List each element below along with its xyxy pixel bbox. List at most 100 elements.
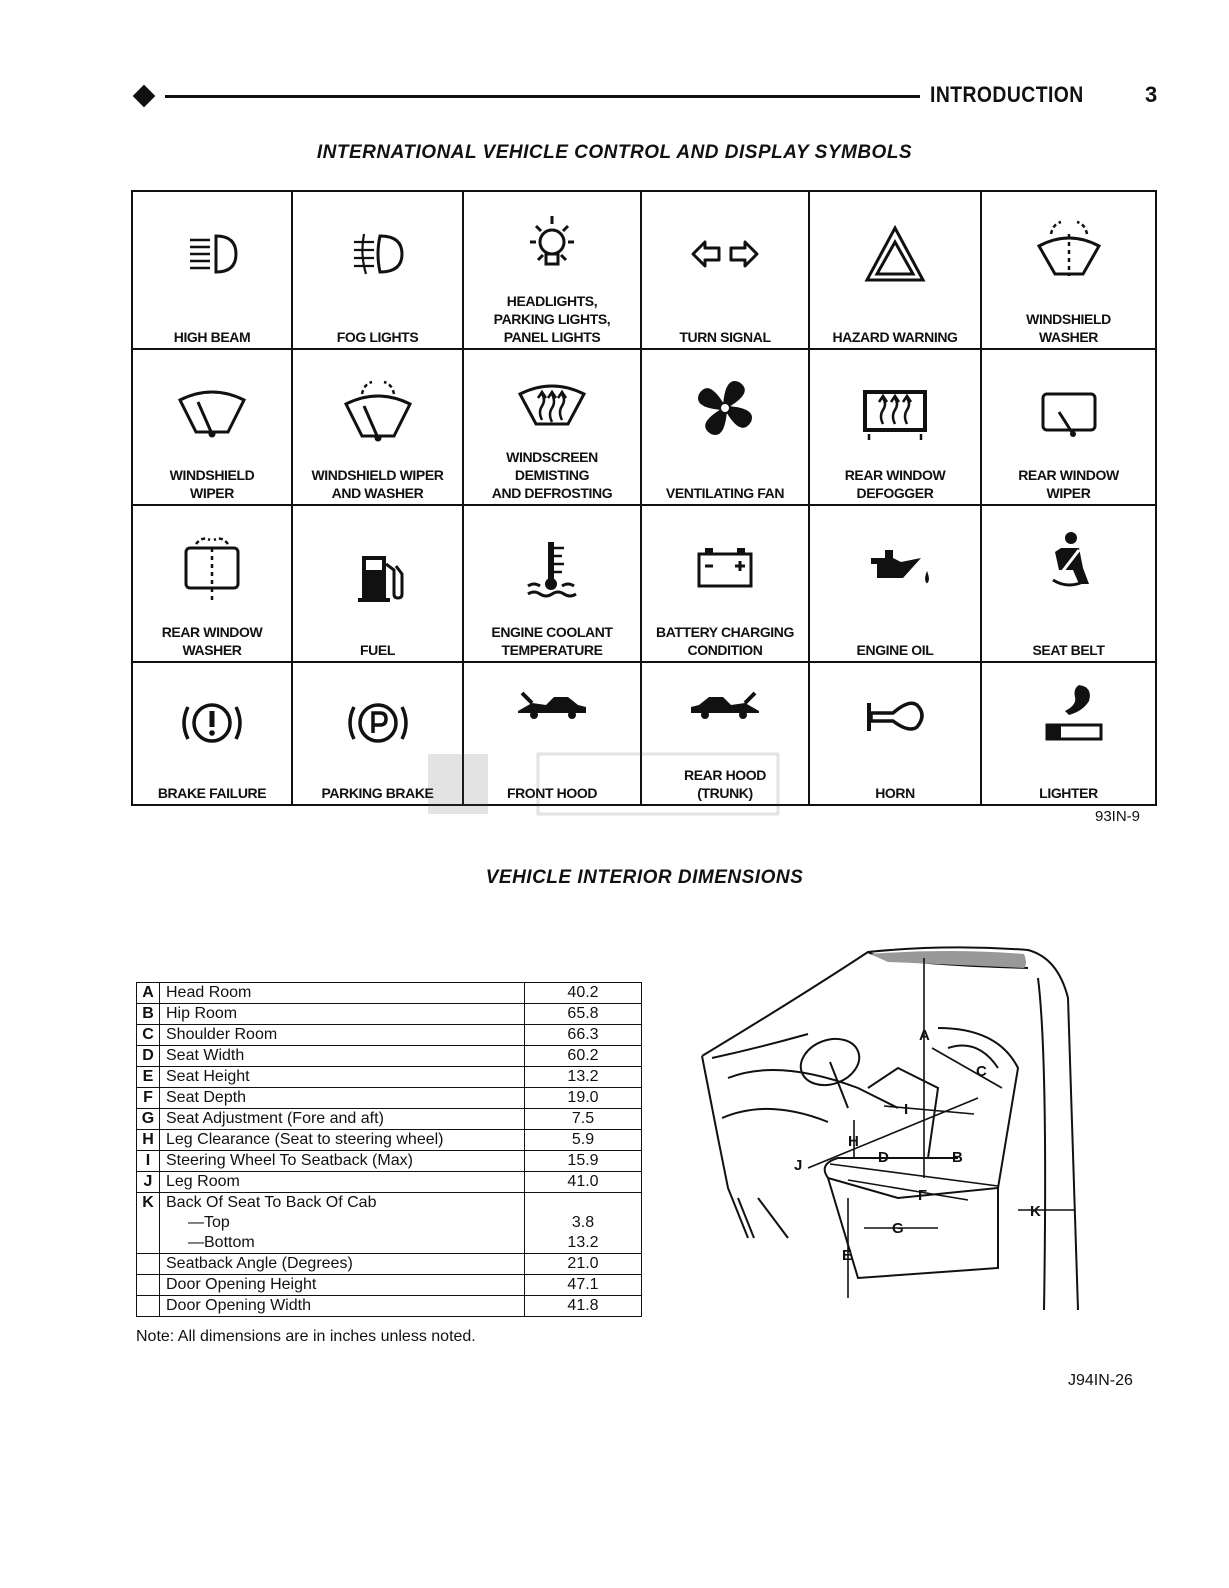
- symbol-cell: BRAKE FAILURE: [133, 663, 293, 804]
- headlights-icon: [530, 216, 574, 266]
- table-row: E Seat Height 13.2: [136, 1066, 642, 1088]
- rear-wiper-icon: [1041, 392, 1096, 437]
- symbol-cell: WINDSHIELD WIPER AND WASHER: [293, 350, 464, 506]
- symbol-label: WINDSHIELD WIPER: [169, 467, 255, 501]
- symbol-label: TURN SIGNAL: [679, 329, 771, 345]
- diagram-label-e: E: [842, 1247, 852, 1264]
- symbols-figure-id: 93IN-9: [1095, 808, 1141, 825]
- symbol-cell: HEADLIGHTS, PARKING LIGHTS, PANEL LIGHTS: [464, 192, 642, 350]
- row-value: 3.8 13.2: [524, 1192, 642, 1254]
- dimensions-table: A Head Room 40.2 B Hip Room 65.8 C Shoul…: [136, 982, 642, 1317]
- seat-belt-icon: [1051, 532, 1089, 587]
- row-name: Hip Room: [159, 1003, 525, 1025]
- page-number: 3: [1145, 82, 1158, 107]
- row-value: 41.8: [524, 1295, 642, 1317]
- dimensions-section-title: VEHICLE INTERIOR DIMENSIONS: [485, 867, 804, 888]
- diagram-label-d: D: [878, 1149, 889, 1166]
- table-row: H Leg Clearance (Seat to steering wheel)…: [136, 1129, 642, 1151]
- symbol-cell: HIGH BEAM: [133, 192, 293, 350]
- symbol-label: SEAT BELT: [1032, 642, 1105, 658]
- wiper-and-washer-icon: [343, 380, 412, 442]
- row-value: 47.1: [524, 1274, 642, 1296]
- symbol-cell: BATTERY CHARGING CONDITION: [642, 506, 810, 663]
- symbol-cell: WINDSHIELD WIPER: [133, 350, 293, 506]
- vehicle-interior-diagram: A B C D E F G H I J K: [701, 946, 1079, 1310]
- diagram-label-i: I: [904, 1101, 908, 1118]
- diagram-label-j: J: [794, 1157, 802, 1174]
- symbol-label: ENGINE COOLANT TEMPERATURE: [491, 624, 613, 658]
- symbol-cell: HAZARD WARNING: [810, 192, 982, 350]
- row-value: 15.9: [524, 1150, 642, 1172]
- table-row: K Back Of Seat To Back Of Cab —Top —Bott…: [136, 1192, 642, 1254]
- symbol-cell: FUEL: [293, 506, 464, 663]
- symbol-cell: FRONT HOOD: [464, 663, 642, 804]
- diagram-label-k: K: [1030, 1203, 1041, 1220]
- row-name: Seatback Angle (Degrees): [159, 1253, 525, 1275]
- row-name: Door Opening Height: [159, 1274, 525, 1296]
- table-row: Door Opening Height 47.1: [136, 1274, 642, 1296]
- rear-hood-icon: [691, 691, 759, 719]
- symbol-label: BATTERY CHARGING CONDITION: [655, 624, 794, 658]
- row-name: Back Of Seat To Back Of Cab —Top —Bottom: [159, 1192, 525, 1254]
- row-k-name: Back Of Seat To Back Of Cab: [166, 1194, 377, 1211]
- symbol-label: LIGHTER: [1039, 785, 1098, 801]
- symbol-label: FUEL: [360, 642, 395, 658]
- symbol-cell: PARKING BRAKE: [293, 663, 464, 804]
- symbol-label: HAZARD WARNING: [832, 329, 958, 345]
- oil-can-icon: [871, 550, 929, 584]
- row-name: Head Room: [159, 982, 525, 1004]
- symbol-cell: REAR HOOD (TRUNK): [642, 663, 810, 804]
- row-name: Leg Room: [159, 1171, 525, 1193]
- symbol-label: FRONT HOOD: [506, 785, 598, 801]
- symbol-label: REAR HOOD (TRUNK): [684, 767, 766, 801]
- diagram-label-c: C: [976, 1063, 987, 1080]
- row-value: 66.3: [524, 1024, 642, 1046]
- fan-icon: [698, 381, 752, 435]
- row-name: Seat Depth: [159, 1087, 525, 1109]
- row-k-bottom-label: —Bottom: [188, 1234, 255, 1251]
- symbol-label: HORN: [875, 785, 915, 801]
- rear-defogger-icon: [863, 390, 927, 440]
- battery-icon: [697, 548, 753, 588]
- row-k-top-label: —Top: [188, 1214, 230, 1231]
- row-name: Steering Wheel To Seatback (Max): [159, 1150, 525, 1172]
- table-row: A Head Room 40.2: [136, 982, 642, 1004]
- row-name: Seat Height: [159, 1066, 525, 1088]
- dimensions-figure-id: J94IN-26: [1068, 1372, 1133, 1389]
- symbol-label: WINDSHIELD WASHER: [1026, 311, 1111, 345]
- fog-lights-icon: [353, 233, 404, 275]
- header-diamond-icon: [132, 84, 156, 108]
- watermark-logo: [428, 752, 780, 816]
- row-value: 65.8: [524, 1003, 642, 1025]
- symbol-label: ENGINE OIL: [856, 642, 934, 658]
- lighter-icon: [1045, 685, 1102, 741]
- symbol-label: VENTILATING FAN: [665, 485, 785, 501]
- row-key: C: [136, 1024, 160, 1046]
- dimensions-note: Note: All dimensions are in inches unles…: [136, 1328, 476, 1345]
- row-key: F: [136, 1087, 160, 1109]
- row-key: G: [136, 1108, 160, 1130]
- diagram-label-b: B: [952, 1149, 963, 1166]
- row-value: 13.2: [524, 1066, 642, 1088]
- table-row: Door Opening Width 41.8: [136, 1295, 642, 1317]
- symbols-grid: HIGH BEAM FOG LIGHTS HEADLIGHTS, PARKING…: [131, 190, 1157, 806]
- fuel-pump-icon: [357, 556, 403, 602]
- defrost-icon: [517, 384, 587, 426]
- header-rule: [165, 95, 920, 98]
- table-row: G Seat Adjustment (Fore and aft) 7.5: [136, 1108, 642, 1130]
- row-key: J: [136, 1171, 160, 1193]
- symbol-cell: VENTILATING FAN: [642, 350, 810, 506]
- diagram-label-a: A: [919, 1027, 930, 1044]
- symbol-cell: HORN: [810, 663, 982, 804]
- windshield-wiper-icon: [177, 390, 247, 438]
- row-key: [136, 1253, 160, 1275]
- symbols-section-title: INTERNATIONAL VEHICLE CONTROL AND DISPLA…: [316, 142, 913, 163]
- symbol-cell: REAR WINDOW WIPER: [982, 350, 1155, 506]
- front-hood-icon: [518, 691, 586, 719]
- row-name: Leg Clearance (Seat to steering wheel): [159, 1129, 525, 1151]
- symbol-label: REAR WINDOW DEFOGGER: [844, 467, 946, 501]
- coolant-temperature-icon: [527, 542, 577, 598]
- diagram-label-f: F: [918, 1187, 927, 1204]
- row-value: 21.0: [524, 1253, 642, 1275]
- row-name: Seat Width: [159, 1045, 525, 1067]
